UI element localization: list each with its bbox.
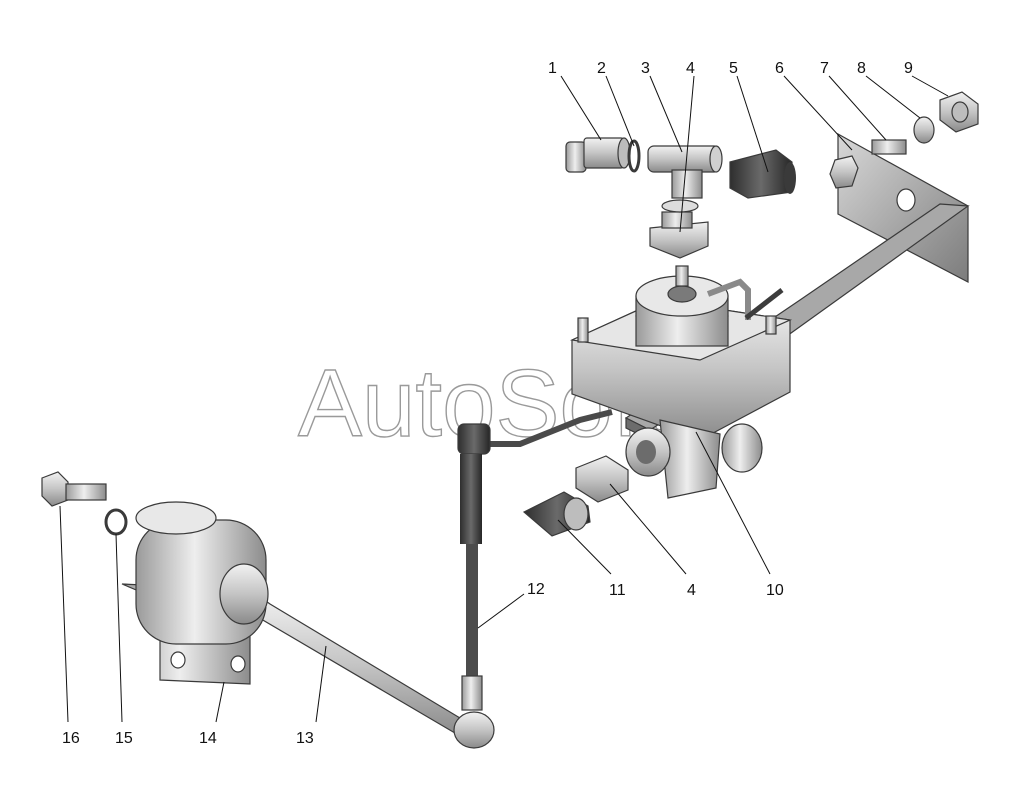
callout-16: 16 (62, 730, 80, 747)
nut-part-9 (939, 91, 979, 133)
callout-14: 14 (199, 730, 217, 747)
callout-9: 9 (904, 60, 913, 77)
callout-4-lower: 4 (687, 582, 696, 599)
callout-6: 6 (775, 60, 784, 77)
bolt-part-16 (41, 471, 107, 507)
callout-5: 5 (729, 60, 738, 77)
bushing-part-14 (121, 501, 269, 685)
leader-lines (59, 75, 949, 723)
callout-labels: 1 2 3 4 5 6 7 8 9 10 11 4 12 13 14 15 16 (62, 60, 913, 747)
callout-13: 13 (296, 730, 314, 747)
stud-part-7 (871, 139, 907, 155)
callout-11: 11 (609, 582, 626, 599)
link-rod-part-12 (457, 409, 613, 711)
callout-3: 3 (641, 60, 650, 77)
washer-part-8 (913, 116, 935, 144)
tee-connector-part-3 (647, 145, 723, 199)
valve-body-part-10 (569, 265, 793, 499)
callout-4-upper: 4 (686, 60, 695, 77)
nut-part-5 (729, 149, 796, 199)
callout-8: 8 (857, 60, 866, 77)
union-part-4-upper (649, 199, 709, 259)
union-part-4-lower (575, 455, 629, 503)
callout-10: 10 (766, 582, 784, 599)
callout-2: 2 (597, 60, 606, 77)
callout-12: 12 (527, 581, 545, 598)
callout-7: 7 (820, 60, 829, 77)
lever-part-13 (255, 592, 495, 749)
elbow-part-11 (522, 491, 591, 537)
fitting-part-1 (565, 137, 631, 173)
washer-part-15 (104, 508, 128, 536)
callout-15: 15 (115, 730, 133, 747)
seal-ring-part-2 (627, 139, 641, 173)
callout-1: 1 (548, 60, 557, 77)
